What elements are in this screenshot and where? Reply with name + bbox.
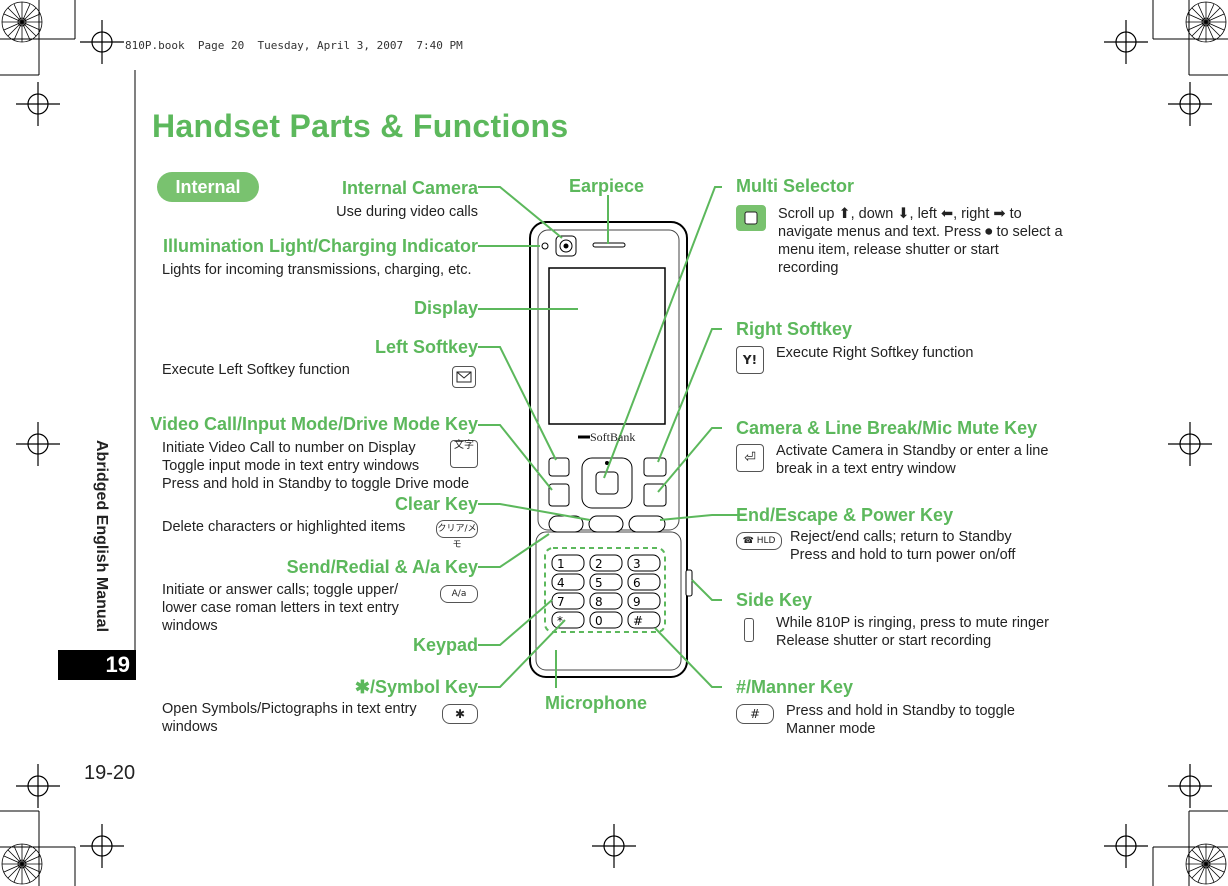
video-call-label: Video Call/Input Mode/Drive Mode Key	[150, 414, 478, 434]
selector-right-icon: ➡	[993, 206, 1006, 222]
chapter-number: 19	[58, 650, 136, 680]
illumination-desc: Lights for incoming transmissions, charg…	[162, 262, 472, 278]
manner-key-icon: #	[736, 704, 774, 724]
camera-key-desc: Activate Camera in Standby or enter a li…	[776, 443, 1049, 477]
leader-lines	[478, 186, 745, 688]
clear-key-desc: Delete characters or highlighted items	[162, 519, 406, 535]
indicator-light-icon	[541, 242, 549, 250]
svg-text:#: #	[633, 614, 643, 628]
end-key-label: End/Escape & Power Key	[736, 505, 954, 525]
clear-memo-key-icon: クリア/メモ	[436, 520, 478, 550]
svg-text:9: 9	[633, 595, 641, 609]
symbol-key-label: ✱/Symbol Key	[354, 677, 478, 697]
side-key-label: Side Key	[736, 590, 813, 610]
side-key-icon	[685, 569, 693, 597]
svg-text:1: 1	[557, 557, 565, 571]
hash-icon: #	[736, 677, 747, 697]
multi-selector-label: Multi Selector	[736, 176, 855, 196]
svg-text:3: 3	[633, 557, 641, 571]
left-softkey-desc: Execute Left Softkey function	[162, 362, 350, 378]
side-tab	[58, 70, 136, 650]
symbol-key-icon: ✱	[442, 704, 478, 724]
side-key-desc-1: While 810P is ringing, press to mute rin…	[776, 615, 1049, 631]
manner-key-desc: Press and hold in Standby to toggle Mann…	[786, 703, 1015, 737]
svg-text:7: 7	[557, 595, 565, 609]
right-softkey-label: Right Softkey	[736, 319, 853, 339]
page-number: 19-20	[84, 762, 136, 784]
camera-icon: ⏎	[736, 444, 764, 472]
selector-center-icon: ⏺	[985, 224, 993, 240]
earpiece-label: Earpiece	[569, 176, 645, 196]
camera-key-label: Camera & Line Break/Mic Mute Key	[736, 418, 1038, 438]
manner-key-label: #/Manner Key	[736, 677, 854, 697]
symbol-key-desc: Open Symbols/Pictographs in text entry w…	[162, 701, 417, 735]
brand-on-phone: SoftBank	[590, 430, 636, 444]
side-key-desc-2: Release shutter or start recording	[776, 633, 992, 649]
multi-selector-desc: Scroll up ⬆, down ⬇, left ⬅, right ➡ to …	[778, 206, 1063, 276]
section-tab: Internal	[157, 172, 259, 202]
power-key-icon: ☎ HLD	[736, 532, 782, 550]
svg-text:8: 8	[595, 595, 603, 609]
asterisk-icon: ✱	[354, 677, 370, 697]
display-label: Display	[413, 298, 478, 318]
right-softkey-icon	[643, 457, 667, 477]
send-key-icon-label: A/a	[440, 585, 478, 603]
video-call-desc-1: Initiate Video Call to number on Display	[162, 440, 416, 456]
svg-text:0: 0	[595, 614, 603, 628]
selector-left-icon: ⬅	[940, 206, 954, 222]
left-softkey-label: Left Softkey	[374, 337, 478, 357]
illumination-label: Illumination Light/Charging Indicator	[163, 236, 478, 256]
svg-text:4: 4	[557, 576, 565, 590]
clear-key-label: Clear Key	[394, 494, 478, 514]
left-softkey-icon	[548, 457, 570, 477]
keypad-label: Keypad	[412, 635, 478, 655]
selector-down-icon: ⬇	[897, 206, 910, 222]
side-tab-border	[134, 70, 136, 650]
print-header: 810P.book Page 20 Tuesday, April 3, 2007…	[125, 39, 463, 52]
envelope-icon	[452, 366, 476, 388]
end-key-desc-1: Reject/end calls; return to Standby	[790, 529, 1012, 545]
internal-camera-label: Internal Camera	[341, 178, 478, 198]
svg-text:6: 6	[633, 576, 641, 590]
send-key-label: Send/Redial & A/a Key	[286, 557, 478, 577]
page-title: Handset Parts & Functions	[152, 108, 569, 144]
selector-up-icon: ⬆	[838, 206, 851, 222]
text-mode-key-icon: 文字	[450, 440, 478, 468]
svg-text:*: *	[557, 614, 563, 628]
svg-text:2: 2	[595, 557, 603, 571]
video-call-desc-2: Toggle input mode in text entry windows	[162, 458, 420, 474]
internal-camera-desc: Use during video calls	[336, 204, 478, 220]
end-key-icon	[628, 515, 666, 533]
phone-hangup-icon: ☎	[742, 536, 754, 546]
microphone-label: Microphone	[545, 693, 647, 713]
video-call-key-icon	[548, 483, 570, 507]
end-key-desc-2: Press and hold to turn power on/off	[790, 547, 1016, 563]
yahoo-key-icon: Y!	[736, 346, 764, 374]
clear-key-icon	[588, 515, 624, 533]
multi-selector-icon	[736, 205, 766, 231]
send-key-desc: Initiate or answer calls; toggle upper/ …	[162, 582, 399, 634]
right-softkey-desc: Execute Right Softkey function	[776, 345, 974, 361]
svg-text:5: 5	[595, 576, 603, 590]
video-call-desc-3: Press and hold in Standby to toggle Driv…	[162, 476, 470, 492]
display-screen	[548, 267, 666, 425]
side-key-small-icon	[744, 618, 754, 642]
